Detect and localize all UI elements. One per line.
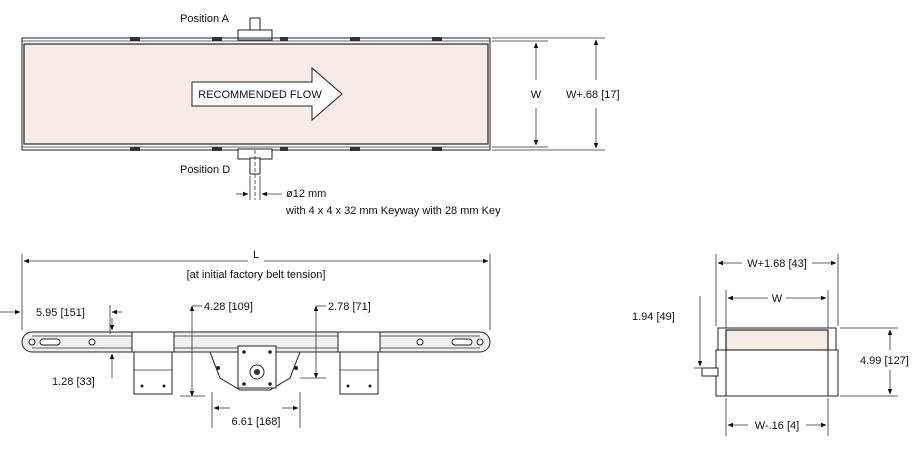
dimension-l: L [at initial factory belt tension] bbox=[21, 249, 491, 330]
svg-text:W+1.68 [43]: W+1.68 [43] bbox=[747, 258, 807, 270]
svg-text:1.28 [33]: 1.28 [33] bbox=[52, 376, 95, 388]
drive-shaft-top bbox=[237, 17, 273, 41]
svg-text:L: L bbox=[253, 249, 259, 261]
svg-text:5.95 [151]: 5.95 [151] bbox=[36, 307, 85, 319]
support-leg-right bbox=[337, 331, 381, 395]
svg-text:W: W bbox=[531, 89, 542, 101]
position-a-label: Position A bbox=[180, 13, 230, 25]
end-shaft bbox=[701, 367, 719, 377]
dimension-194: 1.94 [49] bbox=[632, 296, 706, 369]
support-leg-left bbox=[131, 331, 175, 395]
dimension-w-plus: W+.68 [17] bbox=[492, 37, 620, 151]
flow-label: RECOMMENDED FLOW bbox=[198, 89, 322, 101]
svg-text:W: W bbox=[772, 293, 783, 305]
dimension-w: W bbox=[492, 40, 548, 148]
dimension-661: 6.61 [168] bbox=[211, 392, 301, 428]
svg-text:[at initial factory belt tensi: [at initial factory belt tension] bbox=[187, 269, 326, 281]
dimension-w-minus: W-.16 [4] bbox=[725, 398, 829, 436]
rail-bolts bbox=[130, 37, 442, 151]
dimension-end-w: W bbox=[725, 290, 829, 328]
drive-mount bbox=[209, 345, 301, 391]
shaft-diameter-dimension: ø12 mm with 4 x 4 x 32 mm Keyway with 28… bbox=[236, 176, 501, 217]
end-view: W+1.68 [43] W 1.94 [49] 4.99 [127] bbox=[632, 254, 909, 436]
dimension-428: 4.28 [109] bbox=[180, 301, 253, 397]
pulley-holes bbox=[28, 338, 484, 346]
flow-arrow bbox=[191, 66, 343, 122]
svg-text:W+.68 [17]: W+.68 [17] bbox=[566, 89, 620, 101]
side-view: L [at initial factory belt tension] bbox=[0, 249, 491, 428]
svg-text:1.94 [49]: 1.94 [49] bbox=[632, 311, 675, 323]
svg-text:with 4 x 4 x 32 mm Keyway with: with 4 x 4 x 32 mm Keyway with 28 mm Key bbox=[285, 205, 501, 217]
dimension-278: 2.78 [71] bbox=[300, 301, 371, 379]
svg-text:ø12 mm: ø12 mm bbox=[286, 188, 326, 200]
svg-text:W-.16 [4]: W-.16 [4] bbox=[755, 420, 799, 432]
top-view: RECOMMENDED FLOW Position A Position D W… bbox=[21, 13, 620, 217]
svg-text:6.61 [168]: 6.61 [168] bbox=[232, 416, 281, 428]
dimension-499: 4.99 [127] bbox=[840, 327, 909, 397]
svg-text:4.28 [109]: 4.28 [109] bbox=[204, 301, 253, 313]
position-d-label: Position D bbox=[180, 164, 230, 176]
dimension-w-plus-168: W+1.68 [43] bbox=[715, 254, 839, 326]
svg-text:2.78 [71]: 2.78 [71] bbox=[328, 301, 371, 313]
drive-shaft-bottom bbox=[237, 148, 273, 200]
dimension-128: 1.28 [33] bbox=[52, 318, 134, 388]
svg-text:4.99 [127]: 4.99 [127] bbox=[860, 355, 909, 367]
dimension-595: 5.95 [151] bbox=[0, 305, 122, 334]
